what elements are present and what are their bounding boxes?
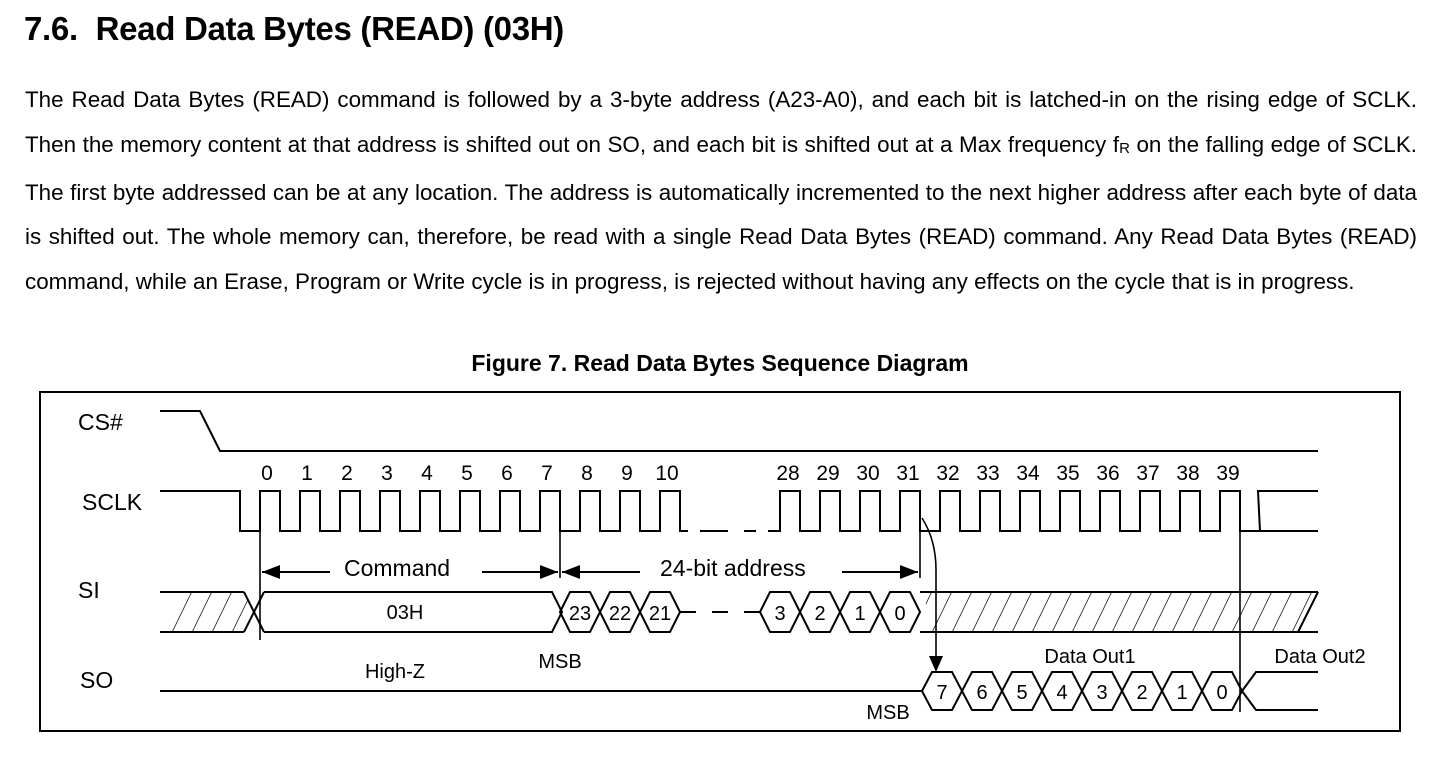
- frequency-subscript: R: [1119, 139, 1130, 157]
- clock-number: 38: [1176, 462, 1199, 485]
- so-msb-label: MSB: [866, 702, 909, 724]
- data-out-bits: 7 6 5 4 3 2 1 0: [920, 671, 1244, 711]
- clock-number: 34: [1016, 462, 1040, 485]
- si-dont-care-end-borders: [920, 591, 1319, 633]
- clock-number: 4: [421, 462, 433, 485]
- sclk-segment-end: [768, 490, 1318, 532]
- section-number: 7.6.: [24, 10, 78, 47]
- diagram-frame: [39, 391, 1401, 732]
- clock-number: 31: [896, 462, 919, 485]
- arrowhead-right: [900, 565, 918, 579]
- command-label: Command: [344, 555, 450, 581]
- paragraph-text-2: on the falling edge of SCLK. The first b…: [25, 131, 1418, 295]
- address-bit-label: 23: [569, 603, 591, 625]
- sclk-waveform: [160, 490, 1318, 532]
- clock-number: 32: [936, 462, 959, 485]
- si-dont-care-start: [160, 592, 254, 632]
- data-bit-label: 6: [976, 682, 987, 704]
- section-heading: 7.6. Read Data Bytes (READ) (03H): [24, 10, 564, 48]
- si-dont-care-borders: [160, 591, 244, 633]
- sclk-segment-start: [160, 490, 688, 532]
- si-transition: [243, 591, 265, 633]
- clock-number: 9: [621, 462, 633, 485]
- clock-number: 36: [1096, 462, 1119, 485]
- clock-number: 37: [1136, 462, 1159, 485]
- data-out2-label: Data Out2: [1274, 646, 1365, 668]
- clock-number: 7: [541, 462, 553, 485]
- si-msb-label: MSB: [538, 651, 581, 673]
- clock-number: 1: [301, 462, 313, 485]
- output-delay-arrowhead: [929, 656, 943, 672]
- clock-number: 28: [776, 462, 799, 485]
- address-label: 24-bit address: [660, 555, 806, 581]
- si-command-box: [264, 591, 564, 633]
- frequency-symbol: f: [1112, 131, 1120, 157]
- signal-label-si: SI: [78, 577, 100, 603]
- output-delay-arrow: [921, 517, 937, 660]
- address-bit-label: 1: [854, 603, 865, 625]
- address-bit-label: 22: [609, 603, 631, 625]
- so-high-z-label: High-Z: [365, 661, 425, 683]
- data-bit-label: 7: [936, 682, 947, 704]
- clock-number: 8: [581, 462, 593, 485]
- clock-number: 6: [501, 462, 513, 485]
- signal-label-sclk: SCLK: [82, 489, 143, 515]
- address-bit-label: 3: [774, 603, 785, 625]
- clock-number: 5: [461, 462, 473, 485]
- data-bit-label: 5: [1016, 682, 1027, 704]
- figure-caption: Figure 7. Read Data Bytes Sequence Diagr…: [471, 350, 969, 376]
- command-value: 03H: [387, 602, 424, 624]
- clock-number: 10: [655, 462, 678, 485]
- address-bit-label: 21: [649, 603, 671, 625]
- clock-number: 3: [381, 462, 393, 485]
- clock-number: 33: [976, 462, 999, 485]
- signal-label-so: SO: [80, 667, 113, 693]
- si-dont-care-end: [920, 592, 1318, 632]
- arrowhead-left: [562, 565, 580, 579]
- signal-label-cs: CS#: [78, 409, 123, 435]
- data-bit-label: 3: [1096, 682, 1107, 704]
- data-bit-label: 0: [1216, 682, 1227, 704]
- cs-waveform: [160, 410, 1318, 452]
- description-paragraph: The Read Data Bytes (READ) command is fo…: [25, 78, 1417, 305]
- data-out1-label: Data Out1: [1044, 646, 1135, 668]
- data-out2-waveform: [1241, 671, 1318, 711]
- address-bit-label: 2: [814, 603, 825, 625]
- arrowhead-left: [262, 565, 280, 579]
- clock-number: 30: [856, 462, 879, 485]
- clock-number: 35: [1056, 462, 1079, 485]
- address-bit: [878, 591, 922, 633]
- arrowhead-right: [540, 565, 558, 579]
- address-bit-label: 0: [894, 603, 905, 625]
- data-bit-label: 2: [1136, 682, 1147, 704]
- clock-number: 0: [261, 462, 273, 485]
- clock-number: 39: [1216, 462, 1239, 485]
- paragraph-text-1: The Read Data Bytes (READ) command is fo…: [25, 87, 1417, 157]
- clock-number: 29: [816, 462, 839, 485]
- section-title: Read Data Bytes (READ) (03H): [95, 10, 565, 47]
- data-bit-label: 1: [1176, 682, 1187, 704]
- clock-number: 2: [341, 462, 353, 485]
- data-bit-label: 4: [1056, 682, 1067, 704]
